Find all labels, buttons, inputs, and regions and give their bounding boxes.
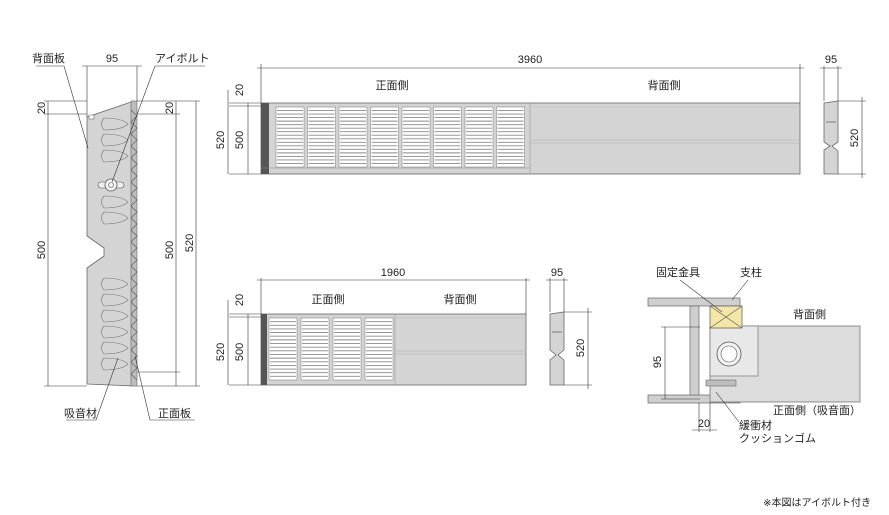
long-end-width: 95 [825,54,837,66]
side-dim-top-left: 20 [36,102,48,114]
short-unit-view: 1960 正面側 背面側 20 520 500 [215,267,530,386]
louver-block [338,106,368,168]
side-section-view: 95 20 20 500 500 520 背面板 アイボルト 吸音材 正面板 [32,51,209,421]
column-web [689,305,700,396]
long-louvers [275,106,525,168]
louver-block [433,106,462,168]
detail-dim-20: 20 [698,418,710,430]
side-dim-height-inner-right: 500 [164,241,176,259]
side-dimension-lines [44,65,200,387]
label-absorber: 吸音材 [64,406,97,420]
louver-block [364,317,394,381]
label-back-side-detail: 背面側 [793,307,826,321]
long-dim-inner: 500 [234,131,246,149]
short-label-front: 正面側 [312,293,345,306]
side-dim-width: 95 [106,53,118,65]
long-dim-length: 3960 [518,54,542,66]
short-end-width: 95 [551,267,563,279]
long-unit-view: 3960 正面側 背面側 20 520 500 [215,54,804,175]
louver-block [496,106,525,168]
short-end-view: 95 520 [546,267,592,389]
short-end-height: 520 [575,339,587,357]
short-dim-inner: 500 [234,343,246,361]
long-dim-outer: 520 [215,131,227,149]
side-section-panel [86,100,135,387]
cushion-rubber [705,379,737,387]
label-cushion: クッションゴム [739,431,816,445]
side-dim-height-inner: 500 [36,241,48,259]
side-front-plate [130,100,138,387]
long-end-height: 520 [849,129,861,147]
side-dim-top-right: 20 [164,102,176,114]
label-front-panel: 正面板 [158,406,191,420]
louver-block [464,106,494,168]
short-louvers [268,317,394,381]
louver-block [401,106,431,168]
louver-block [370,106,399,168]
install-detail-view: 固定金具 支柱 背面側 正面側（吸音面） 緩衝材 クッションゴム 95 20 [647,265,861,445]
detail-dim-95: 95 [652,356,664,368]
eye-bolt-icon [97,178,125,192]
louver-block [300,317,330,381]
long-end-view: 95 520 [820,54,866,178]
column-flange-top [647,297,741,307]
footnote: ※本図はアイボルト付き [763,498,871,509]
side-absorber-zigzag [130,109,138,381]
short-dim-length: 1960 [381,267,405,279]
louver-block [307,106,336,168]
louver-block [332,317,362,381]
short-label-back: 背面側 [444,292,477,306]
long-label-back: 背面側 [648,78,681,92]
label-eye-bolt: アイボルト [155,52,209,65]
label-front-side-detail: 正面側（吸音面） [773,403,861,417]
label-back-panel: 背面板 [32,51,65,65]
short-dim-outer: 520 [215,343,227,361]
label-fixing-bracket: 固定金具 [656,265,700,279]
side-dim-height-outer: 520 [184,234,196,252]
short-dim-top: 20 [234,294,246,306]
long-dim-top: 20 [234,84,246,96]
louver-block [275,106,305,168]
side-absorber-folds [101,117,129,371]
louver-block [268,317,298,381]
label-buffer: 緩衝材 [739,418,772,432]
long-label-front: 正面側 [376,79,409,92]
label-column: 支柱 [740,265,762,279]
